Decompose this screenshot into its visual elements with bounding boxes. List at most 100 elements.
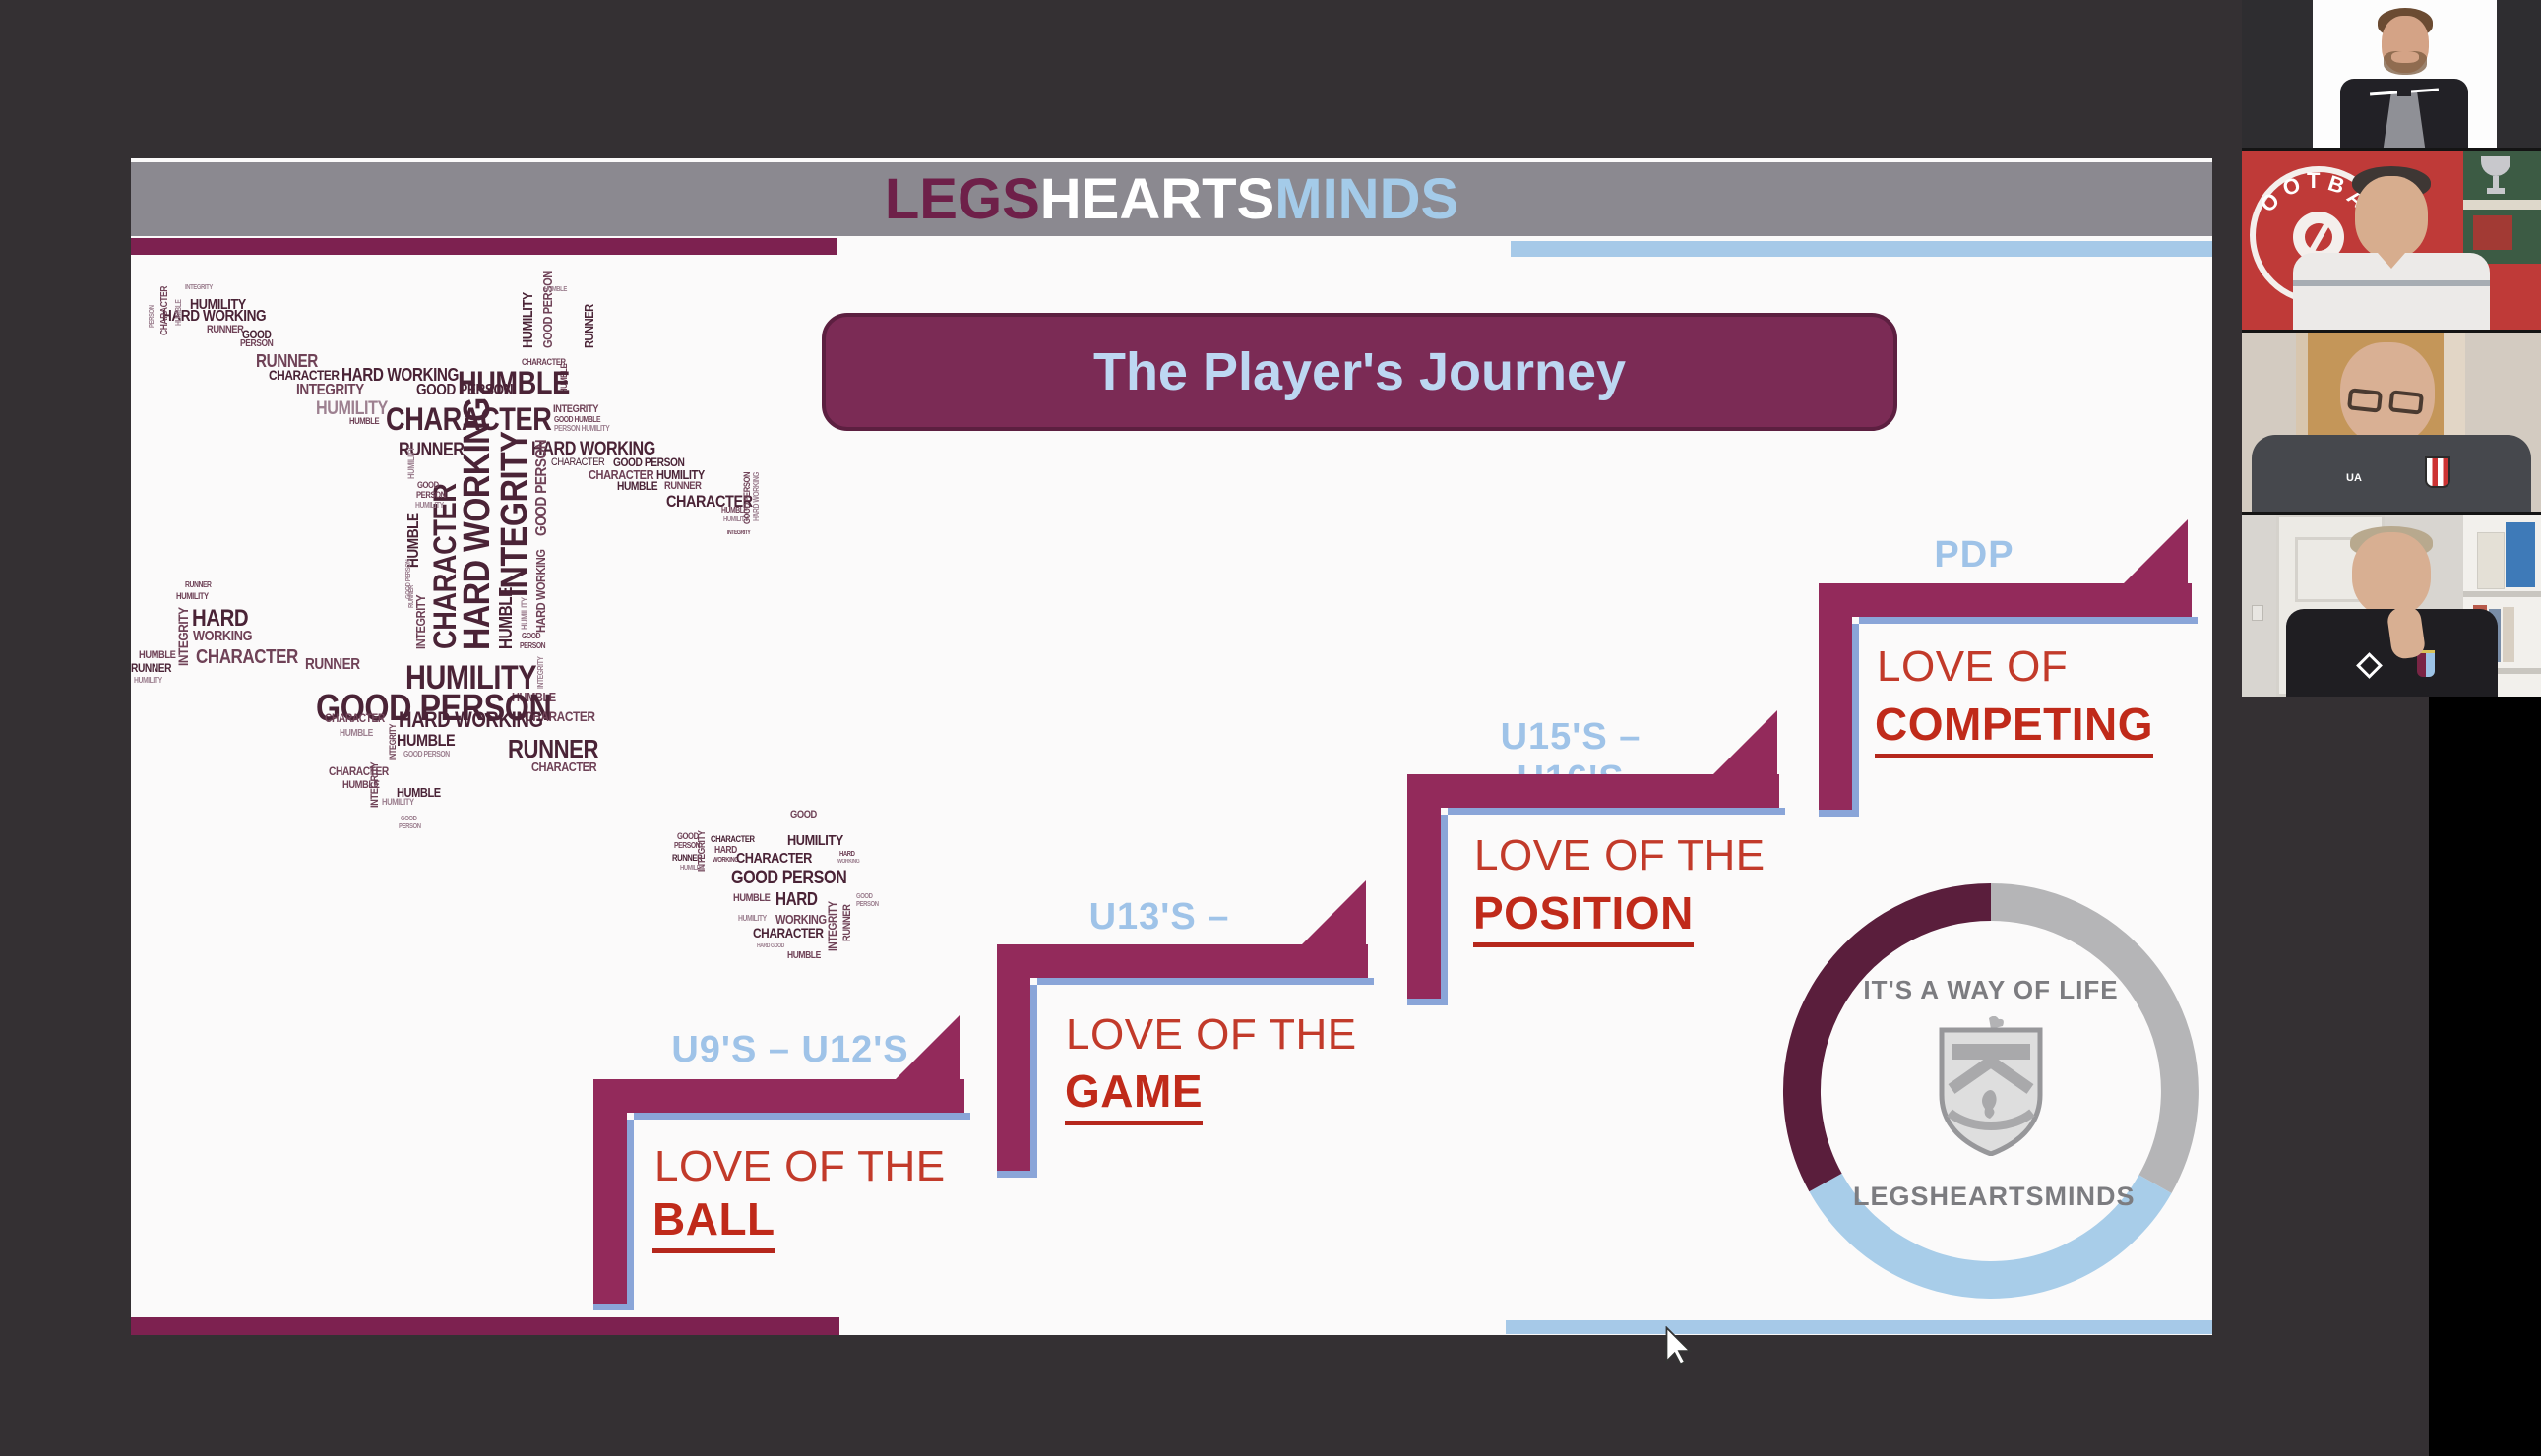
wordcloud-word: GOOD PERSON [416,382,514,398]
wordcloud-word: GOOD [677,831,699,841]
shirt-stripe [2293,280,2490,286]
shirt [2293,253,2490,330]
wordcloud-word: RUNNER [508,734,598,763]
wordcloud-word: HUMILITY [382,797,414,807]
shirt: UA [2252,435,2531,512]
step-age-label: U9'S – U12'S [671,1029,909,1070]
brand-legs: LEGS [884,166,1040,231]
logo-letter: T [2307,168,2321,193]
brand-logo-mark: UA [2346,472,2362,484]
wordcloud-word: HUMILITY [405,659,537,697]
wordcloud-word: CHARACTER [325,711,385,725]
step-leg [1407,774,1441,999]
participant-video-4[interactable] [2242,515,2541,697]
presentation-slide: LEGSHEARTSMINDS The Player's Journey HUM… [131,158,2212,1335]
wordcloud-word: HUMBLE [349,416,380,426]
wordcloud-word: PERSON [149,305,155,328]
wordcloud-word: HUMBLE [617,479,658,493]
step-caption-line1: LOVE OF THE [1066,1010,1357,1059]
wordcloud-word: INTEGRITY [494,431,535,597]
wordcloud-word: INTEGRITY [296,382,364,398]
wordcloud-word: HUMBLE [174,299,183,326]
step-triangle-icon [2124,519,2188,583]
wordcloud-word: INTEGRITY [553,403,599,415]
bottom-maroon-strip [131,1317,839,1335]
wordcloud-word: HARD WORKING [531,439,655,459]
wordcloud-word: RUNNER [131,661,172,675]
wordcloud-word: RUNNER [256,351,318,371]
face [2355,176,2428,259]
shirt [2340,79,2468,148]
wordcloud-word: INTEGRITY [175,607,191,666]
shelf-items [2473,215,2512,250]
step-leg [593,1079,627,1304]
wordcloud-word: HUMILITY [656,467,705,482]
trophy-icon [2481,156,2510,176]
badge-bottom-text: LEGSHEARTSMINDS [1853,1182,2136,1211]
wordcloud-word: WORKING [713,857,739,864]
book [2503,607,2514,662]
shelf [2463,591,2541,597]
participant-photo [2313,0,2497,148]
brand-minds: MINDS [1274,166,1459,231]
wordcloud-word: RUNNER [408,585,415,608]
wordcloud-word: HUMBLE [139,649,176,661]
wordcloud-word: HARD [839,851,855,858]
badge-top-text: IT'S A WAY OF LIFE [1863,975,2119,1004]
wordcloud-word: HUMILITY [316,398,388,419]
light-switch [2252,605,2263,621]
wordcloud-word: CHARACTER [711,834,755,844]
wordcloud-word: HUMBLE [496,587,516,649]
slide-header-bar: LEGSHEARTSMINDS [131,162,2212,236]
wordcloud-word: CHARACTER [666,492,753,511]
step-caption-line2: BALL [652,1192,775,1253]
wordcloud-word: GOOD HUMBLE [554,415,601,424]
wordcloud-word: HUMBLE [342,779,380,791]
wordcloud-word: RUNNER [841,904,853,941]
step-edge [1852,624,1859,810]
glasses-icon [2387,390,2425,415]
step-bar [997,944,1368,978]
step-caption-line2: POSITION [1473,886,1694,947]
wordcloud-word: HUMILITY [176,591,209,601]
wordcloud-word: HUMILITY [680,865,705,872]
step-caption-line1: LOVE OF THE [1474,831,1766,880]
wordcloud-word: HUMILITY [190,296,246,313]
participant-video-2[interactable]: O O T B A [2242,151,2541,330]
step-bar [1819,583,2192,617]
wordcloud-word: WORKING [837,859,860,865]
wordcloud-word: HARD [775,889,818,909]
wordcloud-word: RUNNER [305,656,360,673]
wordcloud-word: HUMILITY [520,597,529,630]
ring-segment-blue [1809,1173,2172,1299]
top-blue-strip [1511,241,2212,257]
wordcloud-word: HUMBLE [787,950,821,961]
wordcloud-word: PERSON [399,823,421,830]
trophy-base [2487,188,2505,194]
shirt-panel [2383,92,2426,148]
wordcloud-word: GOOD [417,480,439,490]
wordcloud-word: HUMILITY [520,292,536,348]
wordcloud-word: GOOD PERSON [316,688,552,729]
wordcloud-word: HARD GOOD [757,943,784,949]
wordcloud-word: HARD WORKING [533,549,548,633]
wordcloud-word: WORKING [775,912,827,927]
wordcloud-word: RUNNER [664,480,702,492]
wordcloud-word: HARD WORKING [457,397,498,650]
wordcloud-word: INTEGRITY [727,530,751,536]
step-caption-line2: COMPETING [1875,698,2154,758]
wordcloud-word: GOOD [242,328,272,341]
participant-video-1[interactable] [2242,0,2541,148]
step-caption-line2: GAME [1065,1064,1203,1125]
book [2477,532,2505,589]
brand-hearts: HEARTS [1039,166,1275,231]
step-edge [1037,978,1374,985]
wordcloud-word: CHARACTER [196,646,298,668]
ring-segment-gray [1990,883,2199,1193]
wordcloud-word: CHARACTER [269,367,340,383]
wordcloud-word: HUMBLE [544,286,567,293]
participant-video-3[interactable]: UA [2242,333,2541,512]
participant-video-strip: O O T B A [2242,0,2541,697]
step-caption-line1: LOVE OF THE [654,1142,946,1190]
